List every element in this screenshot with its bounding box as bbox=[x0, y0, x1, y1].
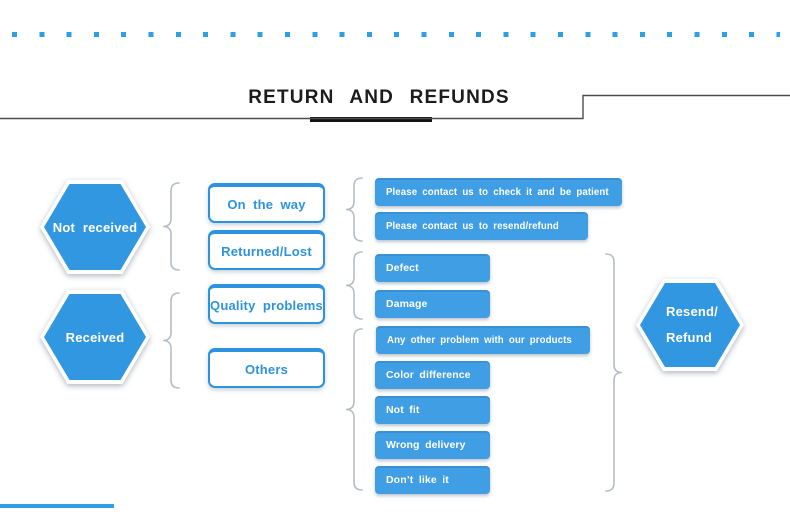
brace-resend-refund bbox=[605, 253, 623, 492]
brace-quality-group bbox=[345, 251, 363, 320]
title-underline bbox=[310, 117, 432, 122]
branch-box-returned-lost: Returned/Lost bbox=[208, 230, 325, 270]
outcome-box-color-difference: Color difference bbox=[375, 361, 490, 389]
branch-label: Others bbox=[244, 361, 289, 377]
outcome-label: Don’t like it bbox=[386, 474, 449, 486]
outcome-box-not-fit: Not fit bbox=[375, 396, 490, 424]
outcome-box-any-other-problem: Any other problem with our products bbox=[376, 326, 590, 354]
brace-others-group bbox=[345, 328, 363, 491]
brace-on-the-way-group bbox=[345, 177, 363, 242]
outcome-label: Defect bbox=[386, 262, 419, 274]
branch-label: Returned/Lost bbox=[221, 243, 312, 259]
outcome-box-defect: Defect bbox=[375, 254, 490, 282]
hexagon-resend-refund: Resend/ Refund bbox=[636, 279, 744, 371]
brace-received bbox=[162, 292, 180, 389]
hexagon-label-line2: Refund bbox=[666, 330, 712, 345]
hexagon-fill: Received bbox=[44, 294, 146, 380]
outcome-label: Please contact us to resend/refund bbox=[386, 220, 559, 232]
hexagon-fill: Resend/ Refund bbox=[640, 283, 740, 367]
hexagon-not-received: Not received bbox=[40, 180, 150, 274]
branch-label: Quality problems bbox=[210, 297, 323, 313]
outcome-label: Not fit bbox=[386, 404, 420, 416]
hexagon-label: Not received bbox=[52, 219, 138, 235]
outcome-box-wrong-delivery: Wrong delivery bbox=[375, 431, 490, 459]
outcome-label: Damage bbox=[386, 298, 428, 310]
hexagon-received: Received bbox=[40, 290, 150, 384]
brace-not-received bbox=[162, 182, 180, 271]
branch-box-others: Others bbox=[208, 348, 325, 388]
outcome-box-dont-like-it: Don’t like it bbox=[375, 466, 490, 494]
branch-box-on-the-way: On the way bbox=[208, 183, 325, 223]
bottom-accent-line bbox=[0, 504, 114, 508]
hexagon-label: Received bbox=[65, 329, 125, 345]
outcome-box-damage: Damage bbox=[375, 290, 490, 318]
hexagon-label-line1: Resend/ bbox=[666, 304, 718, 319]
outcome-label: Any other problem with our products bbox=[387, 334, 572, 346]
outcome-box-check-patient: Please contact us to check it and be pat… bbox=[375, 178, 622, 206]
branch-label: On the way bbox=[227, 196, 306, 212]
outcome-label: Wrong delivery bbox=[386, 439, 466, 451]
outcome-label: Please contact us to check it and be pat… bbox=[386, 186, 609, 198]
page-title: RETURN AND REFUNDS bbox=[248, 87, 510, 108]
branch-box-quality-problems: Quality problems bbox=[208, 284, 325, 324]
outcome-label: Color difference bbox=[386, 369, 471, 381]
outcome-box-resend-refund: Please contact us to resend/refund bbox=[375, 212, 588, 240]
dashed-divider bbox=[12, 32, 780, 37]
